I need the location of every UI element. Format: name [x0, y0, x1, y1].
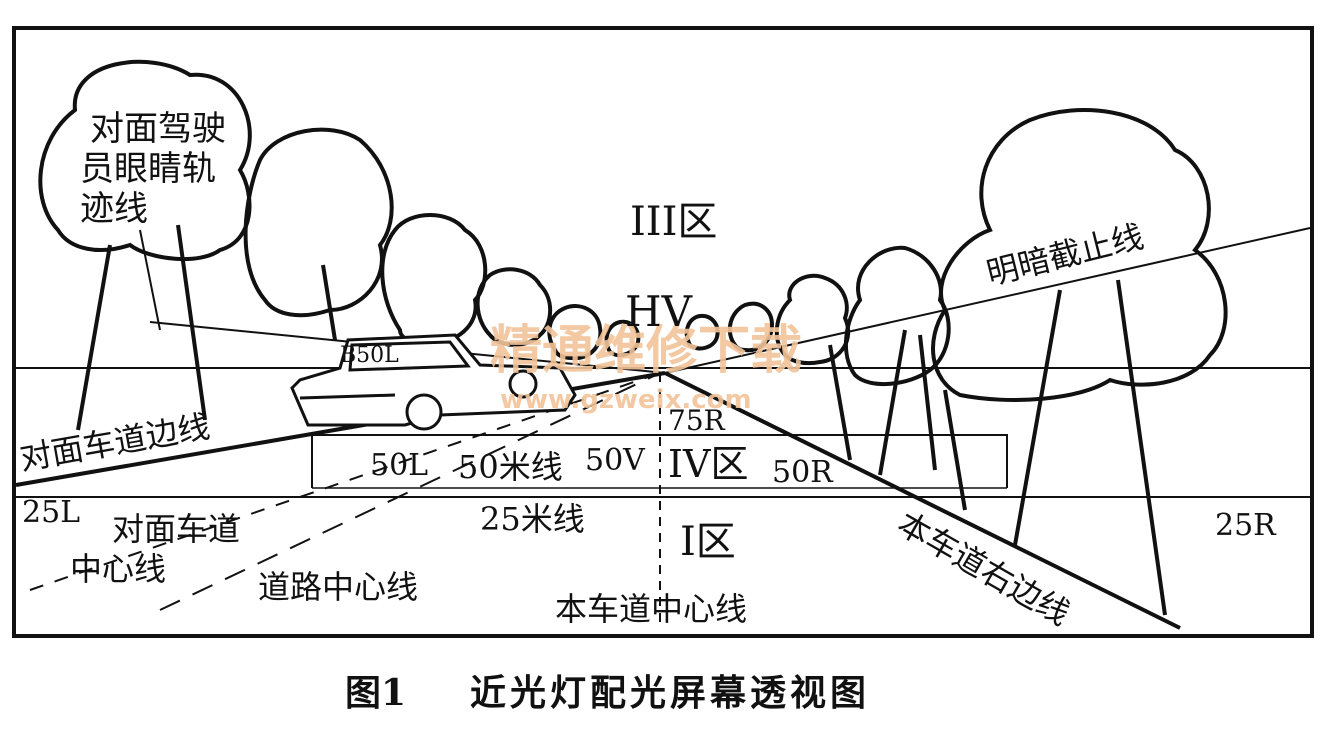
label-oncoming-lane-center-1: 对面车道	[112, 510, 240, 548]
oncoming-car	[290, 333, 577, 431]
trunk-r2a	[878, 329, 907, 476]
watermark-url: www.gzweix.com	[500, 385, 752, 415]
screen-frame	[12, 26, 1314, 638]
car-plate-label: B50L	[340, 343, 399, 368]
label-eye-trace-2: 员眼睛轨	[80, 149, 216, 189]
figure-number: 图1	[345, 672, 406, 714]
trunk-r2b	[918, 334, 937, 471]
label-own-lane-right-edge: 本车道右边线	[891, 504, 1076, 633]
label-50r: 50R	[772, 455, 834, 490]
trees-left	[38, 59, 641, 431]
tree-right-3	[774, 273, 851, 366]
trunk-l2	[321, 264, 337, 341]
line-50m-rect	[311, 434, 1008, 488]
label-75r: 75R	[668, 404, 726, 437]
trunk-l1b	[176, 224, 207, 421]
trunk-r1a	[1013, 289, 1062, 546]
cutoff-line-right	[664, 227, 1311, 374]
label-zone-i: I区	[680, 519, 736, 565]
label-25l: 25L	[22, 495, 80, 530]
car-window	[348, 340, 471, 372]
car-body	[290, 333, 577, 427]
tree-left-2	[243, 127, 394, 318]
trunk-l1a	[76, 244, 112, 431]
tree-left-3	[380, 213, 488, 345]
label-oncoming-lane-center-2: 中心线	[70, 550, 166, 588]
car-grille	[299, 393, 396, 400]
trunk-r3	[828, 344, 852, 461]
label-eye-trace-1: 对面驾驶	[90, 109, 226, 149]
label-own-lane-center: 本车道中心线	[555, 590, 747, 628]
tree-right-1	[931, 108, 1228, 402]
label-50m-line: 50米线	[458, 448, 563, 486]
tree-right-2	[843, 245, 951, 387]
road-center-line	[159, 372, 661, 611]
trunk-r1c	[943, 389, 967, 511]
tree-left-1	[38, 59, 252, 261]
label-25m-line: 25米线	[480, 500, 585, 538]
tree-left-5	[547, 304, 603, 361]
car-wheel-rear	[508, 369, 538, 399]
trunk-r1b	[1116, 279, 1167, 616]
label-cutoff-line: 明暗截止线	[983, 217, 1147, 293]
figure-title: 近光灯配光屏幕透视图	[470, 672, 870, 714]
label-hv: HV	[625, 287, 693, 336]
label-zone-iii: III区	[630, 199, 717, 245]
trees-right	[684, 108, 1228, 616]
own-lane-right-edge-line	[664, 371, 1181, 630]
label-50l: 50L	[370, 448, 428, 483]
tree-right-4	[727, 301, 775, 353]
label-eye-trace-3: 迹线	[80, 189, 148, 229]
road-lines	[15, 227, 1311, 630]
watermark-cn: 精通维修下载	[490, 321, 802, 381]
eye-trace-line	[139, 229, 161, 331]
label-25r: 25R	[1215, 508, 1277, 543]
label-road-center-line: 道路中心线	[258, 568, 418, 606]
tree-left-6	[604, 319, 641, 358]
tree-left-4	[475, 267, 553, 347]
tree-right-5	[684, 313, 720, 351]
label-zone-iv: IV区	[668, 442, 748, 486]
car-wheel-front	[405, 393, 443, 431]
label-50v: 50V	[585, 443, 646, 478]
